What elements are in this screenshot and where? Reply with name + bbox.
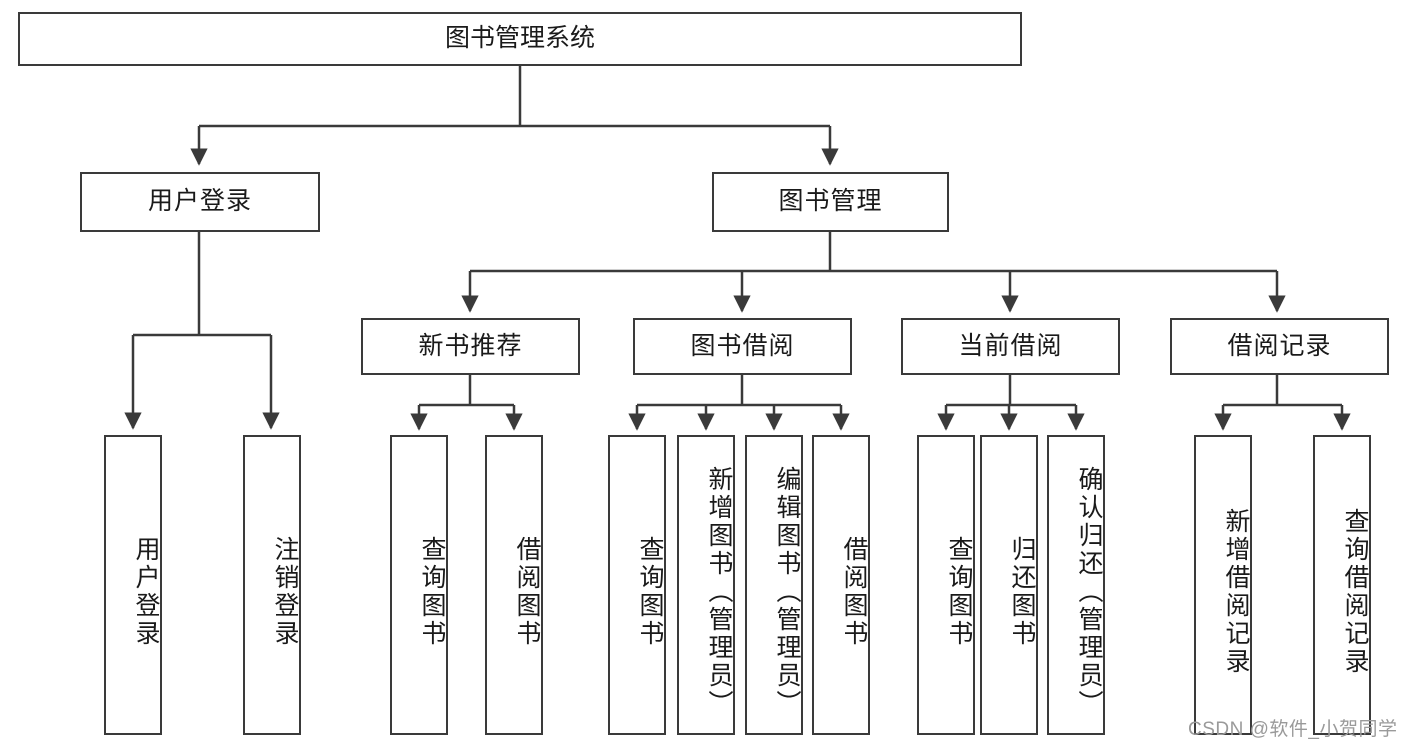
leaf-new-book-1-label: 查询图书 bbox=[418, 536, 446, 648]
leaf-new-book-1[interactable]: 查询图书 bbox=[390, 435, 448, 735]
node-current-borrow[interactable]: 当前借阅 bbox=[901, 318, 1120, 375]
leaf-user-login-2[interactable]: 注销登录 bbox=[243, 435, 301, 735]
node-book-borrow[interactable]: 图书借阅 bbox=[633, 318, 852, 375]
leaf-current-borrow-3[interactable]: 确认归还（管理员） bbox=[1047, 435, 1105, 735]
leaf-new-book-2-label: 借阅图书 bbox=[513, 536, 541, 648]
leaf-book-borrow-4[interactable]: 借阅图书 bbox=[812, 435, 870, 735]
node-book-manage-label: 图书管理 bbox=[778, 187, 883, 216]
leaf-current-borrow-1-label: 查询图书 bbox=[945, 536, 973, 648]
leaf-book-borrow-3-label: 编辑图书（管理员） bbox=[773, 466, 801, 718]
watermark-text: CSDN @软件_小贺同学 bbox=[1188, 719, 1398, 740]
node-user-login-label: 用户登录 bbox=[147, 187, 252, 216]
leaf-new-book-2[interactable]: 借阅图书 bbox=[485, 435, 543, 735]
leaf-user-login-1-label: 用户登录 bbox=[132, 536, 160, 648]
leaf-book-borrow-2-label: 新增图书（管理员） bbox=[705, 466, 733, 718]
node-new-book-recommend[interactable]: 新书推荐 bbox=[361, 318, 580, 375]
node-root-label: 图书管理系统 bbox=[444, 24, 595, 53]
leaf-borrow-record-2-label: 查询借阅记录 bbox=[1341, 508, 1369, 676]
leaf-current-borrow-2[interactable]: 归还图书 bbox=[980, 435, 1038, 735]
node-user-login[interactable]: 用户登录 bbox=[80, 172, 320, 232]
leaf-current-borrow-3-label: 确认归还（管理员） bbox=[1075, 466, 1103, 718]
leaf-book-borrow-4-label: 借阅图书 bbox=[840, 536, 868, 648]
node-root[interactable]: 图书管理系统 bbox=[18, 12, 1022, 66]
node-borrow-record[interactable]: 借阅记录 bbox=[1170, 318, 1389, 375]
node-book-borrow-label: 图书借阅 bbox=[690, 331, 795, 360]
leaf-borrow-record-1-label: 新增借阅记录 bbox=[1222, 508, 1250, 676]
leaf-current-borrow-1[interactable]: 查询图书 bbox=[917, 435, 975, 735]
leaf-book-borrow-1-label: 查询图书 bbox=[636, 536, 664, 648]
leaf-borrow-record-2[interactable]: 查询借阅记录 bbox=[1313, 435, 1371, 735]
leaf-borrow-record-1[interactable]: 新增借阅记录 bbox=[1194, 435, 1252, 735]
leaf-book-borrow-2[interactable]: 新增图书（管理员） bbox=[677, 435, 735, 735]
node-book-manage[interactable]: 图书管理 bbox=[712, 172, 949, 232]
node-new-book-recommend-label: 新书推荐 bbox=[418, 331, 523, 360]
leaf-current-borrow-2-label: 归还图书 bbox=[1008, 536, 1036, 648]
leaf-book-borrow-3[interactable]: 编辑图书（管理员） bbox=[745, 435, 803, 735]
leaf-user-login-2-label: 注销登录 bbox=[271, 536, 299, 648]
node-borrow-record-label: 借阅记录 bbox=[1227, 331, 1332, 360]
leaf-user-login-1[interactable]: 用户登录 bbox=[104, 435, 162, 735]
leaf-book-borrow-1[interactable]: 查询图书 bbox=[608, 435, 666, 735]
node-current-borrow-label: 当前借阅 bbox=[958, 331, 1063, 360]
